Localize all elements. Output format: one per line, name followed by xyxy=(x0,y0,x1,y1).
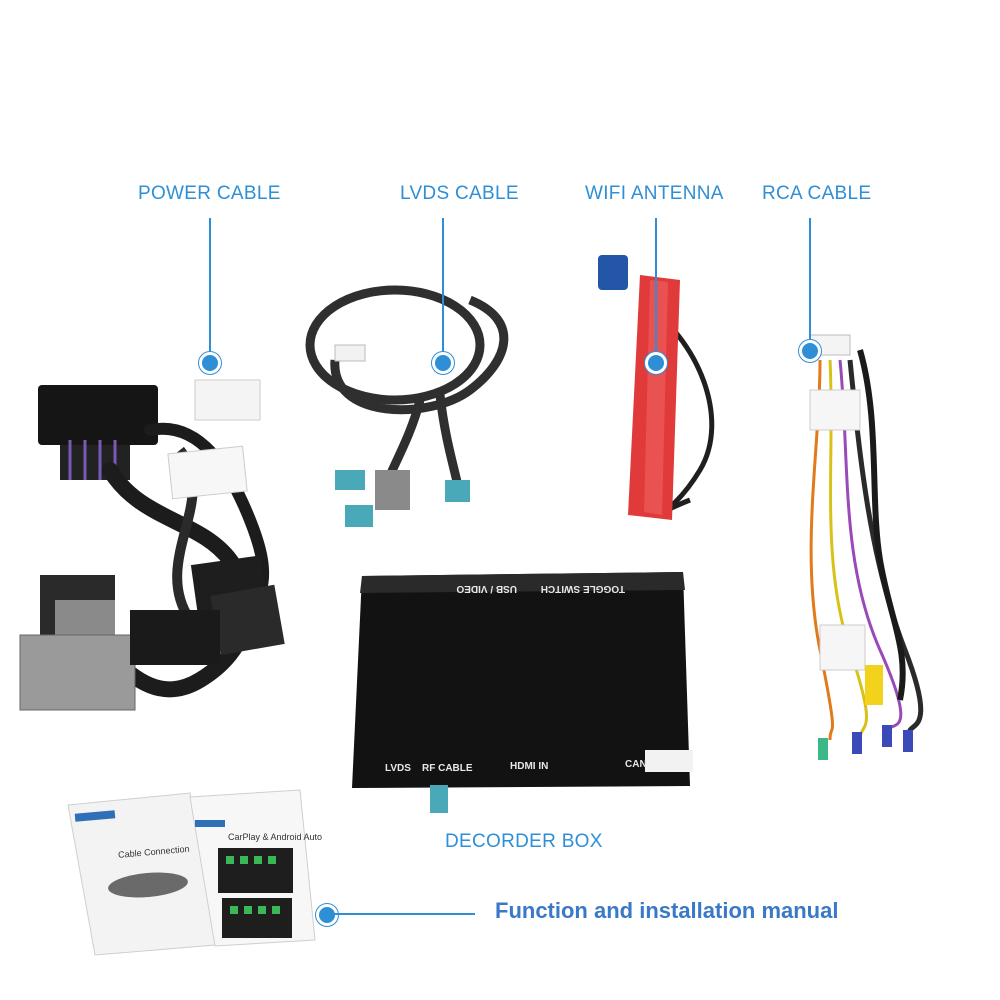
power-cable-dot xyxy=(199,352,221,374)
wifi-antenna xyxy=(598,255,715,520)
manual-title: Function and installation manual xyxy=(495,898,839,923)
rca-cable-label: RCA CABLE xyxy=(762,183,872,204)
manual-right-page-title: CarPlay & Android Auto xyxy=(228,832,322,842)
power-cable-leader xyxy=(209,218,211,363)
lvds-cable-dot xyxy=(432,352,454,374)
power-cable-harness xyxy=(19,379,285,711)
rca-cable xyxy=(809,334,924,760)
decoder-box-label: DECORDER BOX xyxy=(445,831,603,852)
box-hdmi-label: HDMI IN xyxy=(510,761,548,772)
box-lvds-label: LVDS xyxy=(385,763,411,774)
lvds-cable xyxy=(305,285,509,527)
rca-cable-leader xyxy=(809,218,811,351)
box-can-label: CAN xyxy=(625,759,647,770)
box-toggle-label: TOGGLE SWITCH xyxy=(541,583,625,594)
power-cable-label: POWER CABLE xyxy=(138,183,281,204)
box-usb-label: USB / VIDEO xyxy=(456,583,517,594)
lvds-cable-label: LVDS CABLE xyxy=(400,183,519,204)
wifi-antenna-leader xyxy=(655,218,657,363)
manual-dot xyxy=(316,904,338,926)
rca-cable-dot xyxy=(799,340,821,362)
wifi-antenna-dot xyxy=(645,352,667,374)
lvds-cable-leader xyxy=(442,218,444,363)
decoder-box: USB / VIDEO TOGGLE SWITCH LVDS RF CABLE … xyxy=(352,572,693,813)
box-rf-label: RF CABLE xyxy=(422,763,473,774)
manual-booklets: Cable Connection CarPlay & Android Auto xyxy=(67,789,322,956)
manual-leader xyxy=(330,913,475,915)
wifi-antenna-label: WIFI ANTENNA xyxy=(585,183,724,204)
